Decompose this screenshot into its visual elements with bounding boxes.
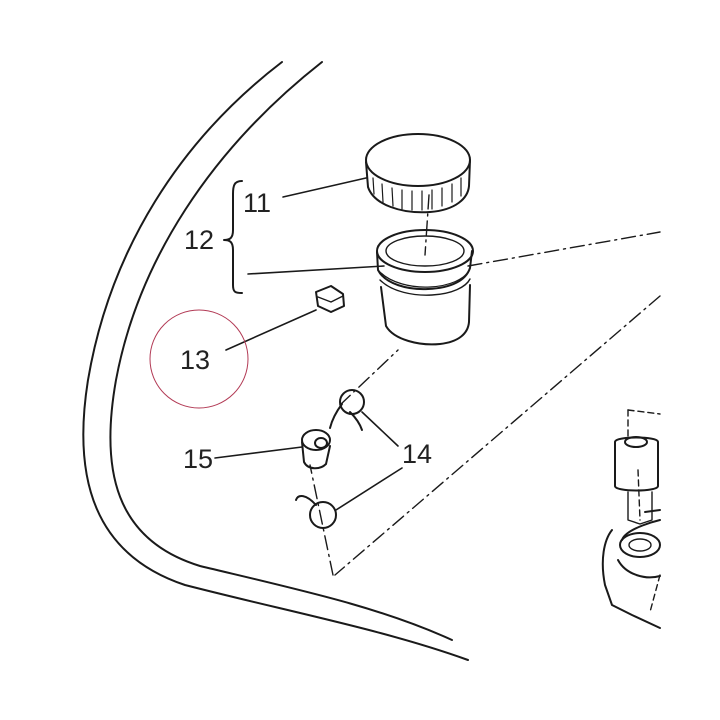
label-part-15: 15	[183, 444, 214, 474]
part-15-fitting	[301, 429, 331, 470]
part-11-cap	[365, 133, 471, 214]
bracket-brace	[223, 180, 243, 294]
label-part-11: 11	[243, 188, 272, 218]
label-part-12: 12	[184, 225, 215, 255]
housing-outline	[82, 61, 469, 661]
part-14-clamp-lower	[295, 495, 337, 529]
reference-dashed-lines	[627, 409, 661, 613]
leader-lines	[214, 177, 403, 511]
assembly-centerline	[309, 194, 661, 576]
label-part-13: 13	[180, 345, 211, 375]
part-14-clamp-upper	[329, 389, 365, 431]
highlight-circle	[149, 309, 249, 409]
label-part-14: 14	[402, 439, 433, 469]
master-cylinder-fragment	[601, 436, 661, 629]
part-13-nut	[315, 285, 345, 313]
part-12-reservoir	[376, 229, 474, 346]
